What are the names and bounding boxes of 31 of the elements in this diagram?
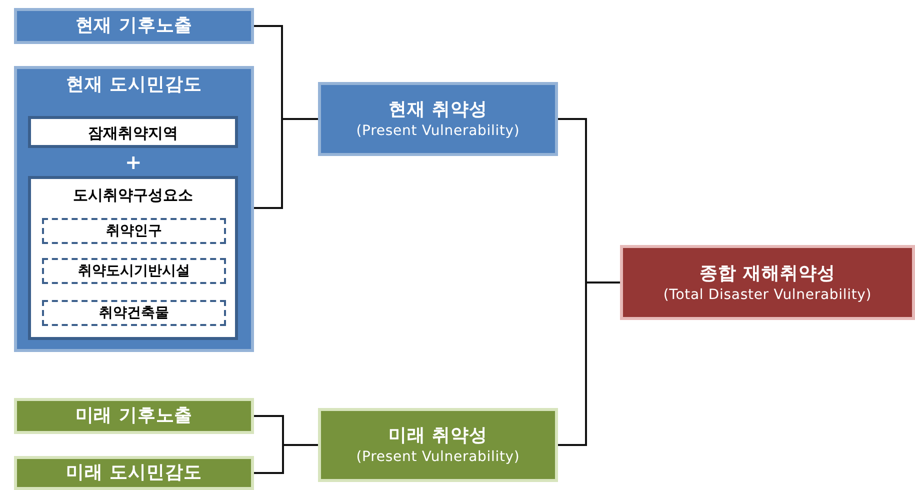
dashed-box [42, 300, 226, 326]
group-box [14, 66, 254, 352]
process-box [318, 82, 558, 156]
node-title: 취약도시기반시설 [78, 262, 190, 280]
node-subtitle: (Total Disaster Vulnerability) [663, 286, 872, 304]
process-box [14, 456, 254, 490]
plus-sign: + [125, 151, 142, 173]
node-title: 도시취약구성요소 [73, 185, 193, 205]
node-title: 현재 취약성 [388, 98, 488, 122]
node-title: 잠재취약지역 [88, 123, 178, 143]
node-title: 취약건축물 [99, 304, 169, 322]
group-box [28, 176, 238, 340]
node-title: 미래 도시민감도 [66, 461, 202, 485]
connector-line [254, 118, 318, 209]
dashed-box [42, 258, 226, 284]
node-title: 현재 도시민감도 [66, 73, 202, 97]
node-subtitle: (Present Vulnerability) [356, 448, 520, 466]
connector-line [254, 444, 318, 474]
process-box [14, 398, 254, 434]
node-title: 미래 기후노출 [75, 404, 193, 428]
node-title: 취약인구 [106, 222, 162, 240]
result-box [620, 245, 915, 320]
process-box [318, 408, 558, 482]
node-title: 종합 재해취약성 [700, 262, 836, 286]
node-subtitle: (Present Vulnerability) [356, 122, 520, 140]
node-title: 미래 취약성 [388, 424, 488, 448]
connector-line [558, 282, 620, 446]
process-box [14, 8, 254, 44]
dashed-box [42, 218, 226, 244]
process-box [28, 116, 238, 148]
node-title: 현재 기후노출 [75, 14, 193, 38]
